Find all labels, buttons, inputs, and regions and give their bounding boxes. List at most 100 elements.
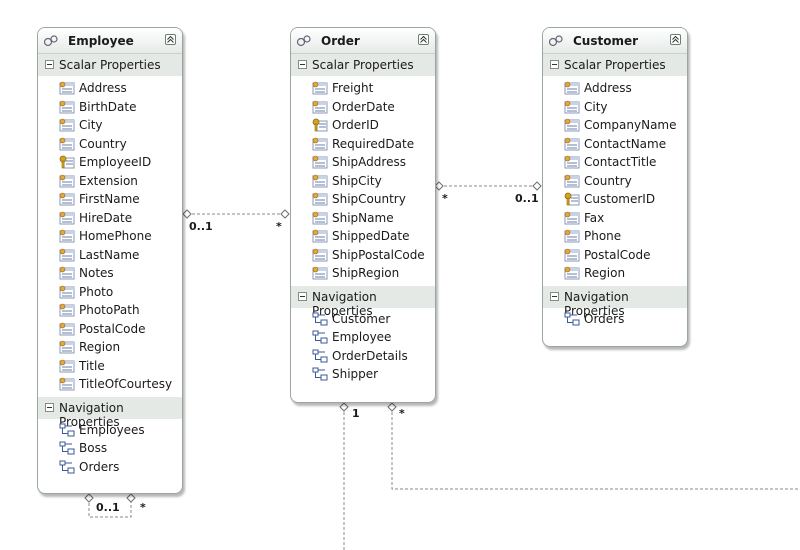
scalar-properties-header[interactable]: Scalar Properties [291, 54, 435, 76]
scalar-property-postal-code[interactable]: PostalCode [38, 320, 182, 339]
scalar-property-phone[interactable]: Phone [543, 227, 687, 246]
navigation-property-orders[interactable]: Orders [38, 458, 182, 477]
scalar-property-photo-path[interactable]: PhotoPath [38, 301, 182, 320]
scalar-property-title-of-courtesy[interactable]: TitleOfCourtesy [38, 375, 182, 394]
scalar-property-customer-id[interactable]: CustomerID [543, 190, 687, 209]
property-name: Region [79, 340, 121, 354]
collapse-section-toggle[interactable] [45, 402, 54, 412]
scalar-property-shipped-date[interactable]: ShippedDate [291, 227, 435, 246]
navigation-property-customer[interactable]: Customer [291, 310, 435, 329]
scalar-property-country[interactable]: Country [38, 135, 182, 154]
scalar-property-icon [312, 174, 328, 187]
scalar-property-contact-title[interactable]: ContactTitle [543, 153, 687, 172]
navigation-property-shipper[interactable]: Shipper [291, 365, 435, 384]
collapse-entity-button[interactable] [670, 34, 681, 45]
connector-endpoint[interactable] [126, 493, 136, 503]
scalar-properties-header[interactable]: Scalar Properties [38, 54, 182, 76]
scalar-property-title[interactable]: Title [38, 357, 182, 376]
property-name: OrderID [332, 118, 379, 132]
navigation-property-order-details[interactable]: OrderDetails [291, 347, 435, 366]
navigation-property-employee[interactable]: Employee [291, 328, 435, 347]
property-name: PostalCode [584, 247, 651, 262]
scalar-property-ship-postal-code[interactable]: ShipPostalCode [291, 246, 435, 265]
collapse-section-toggle[interactable] [45, 60, 54, 69]
scalar-property-region[interactable]: Region [543, 264, 687, 283]
scalar-property-ship-city[interactable]: ShipCity [291, 172, 435, 191]
scalar-property-order-id[interactable]: OrderID [291, 116, 435, 135]
scalar-property-city[interactable]: City [543, 98, 687, 117]
scalar-property-extension[interactable]: Extension [38, 172, 182, 191]
scalar-property-ship-country[interactable]: ShipCountry [291, 190, 435, 209]
scalar-property-icon [59, 266, 75, 280]
property-name: ContactName [584, 136, 667, 151]
mult-order-down-2: * [399, 407, 405, 420]
scalar-property-birth-date[interactable]: BirthDate [38, 98, 182, 117]
collapse-entity-button[interactable] [418, 34, 429, 45]
collapse-entity-button[interactable] [165, 34, 176, 45]
connector-endpoint[interactable] [280, 209, 290, 219]
scalar-property-icon [564, 118, 580, 132]
scalar-property-order-date[interactable]: OrderDate [291, 98, 435, 117]
scalar-property-ship-region[interactable]: ShipRegion [291, 264, 435, 283]
collapse-section-toggle[interactable] [550, 60, 559, 69]
scalar-properties-header[interactable]: Scalar Properties [543, 54, 687, 76]
connector-endpoint[interactable] [532, 181, 542, 191]
navigation-property-boss[interactable]: Boss [38, 439, 182, 458]
scalar-property-country[interactable]: Country [543, 172, 687, 191]
connector-endpoint[interactable] [434, 181, 444, 191]
navigation-property-orders[interactable]: Orders [543, 310, 687, 329]
scalar-property-fax[interactable]: Fax [543, 209, 687, 228]
scalar-property-city[interactable]: City [38, 116, 182, 135]
scalar-property-home-phone[interactable]: HomePhone [38, 227, 182, 246]
scalar-property-postal-code[interactable]: PostalCode [543, 246, 687, 265]
navigation-property-employees[interactable]: Employees [38, 421, 182, 440]
entity-header[interactable]: Employee [38, 28, 182, 54]
scalar-property-first-name[interactable]: FirstName [38, 190, 182, 209]
scalar-property-required-date[interactable]: RequiredDate [291, 135, 435, 154]
association-employee-self[interactable] [88, 498, 132, 518]
mult-order-down-1: 1 [352, 407, 360, 420]
scalar-property-employee-id[interactable]: EmployeeID [38, 153, 182, 172]
scalar-property-hire-date[interactable]: HireDate [38, 209, 182, 228]
navigation-properties-header[interactable]: Navigation Properties [38, 396, 182, 429]
section-label: Scalar Properties [59, 58, 161, 72]
navigation-property-icon [312, 349, 328, 362]
entity-header[interactable]: Customer [543, 28, 687, 54]
double-chevron-up-icon [672, 35, 679, 43]
scalar-property-address[interactable]: Address [543, 79, 687, 98]
scalar-property-region[interactable]: Region [38, 338, 182, 357]
scalar-property-address[interactable]: Address [38, 79, 182, 98]
property-name: Employees [79, 422, 145, 437]
scalar-property-ship-name[interactable]: ShipName [291, 209, 435, 228]
entity-type-icon [548, 35, 563, 47]
scalar-property-icon [312, 211, 328, 224]
connector-endpoint[interactable] [339, 402, 349, 412]
connector-endpoint[interactable] [182, 209, 192, 219]
property-name: Address [79, 81, 127, 95]
collapse-section-toggle[interactable] [550, 291, 559, 301]
connector-endpoint[interactable] [84, 493, 94, 503]
association-order-down-2[interactable] [391, 407, 800, 490]
scalar-property-contact-name[interactable]: ContactName [543, 135, 687, 154]
property-name: ContactTitle [584, 155, 657, 169]
scalar-property-icon [59, 359, 75, 372]
collapse-section-toggle[interactable] [298, 291, 307, 301]
navigation-properties-header[interactable]: Navigation Properties [291, 285, 435, 318]
scalar-property-company-name[interactable]: CompanyName [543, 116, 687, 135]
property-name: Customer [332, 311, 391, 326]
navigation-properties-list: Orders [543, 308, 687, 331]
scalar-property-notes[interactable]: Notes [38, 264, 182, 283]
scalar-property-freight[interactable]: Freight [291, 79, 435, 98]
entity-header[interactable]: Order [291, 28, 435, 54]
scalar-property-photo[interactable]: Photo [38, 283, 182, 302]
scalar-property-last-name[interactable]: LastName [38, 246, 182, 265]
connector-endpoint[interactable] [387, 402, 397, 412]
scalar-property-ship-address[interactable]: ShipAddress [291, 153, 435, 172]
navigation-properties-header[interactable]: Navigation Properties [543, 285, 687, 318]
collapse-section-toggle[interactable] [298, 60, 307, 69]
property-name: ShipPostalCode [332, 247, 425, 262]
